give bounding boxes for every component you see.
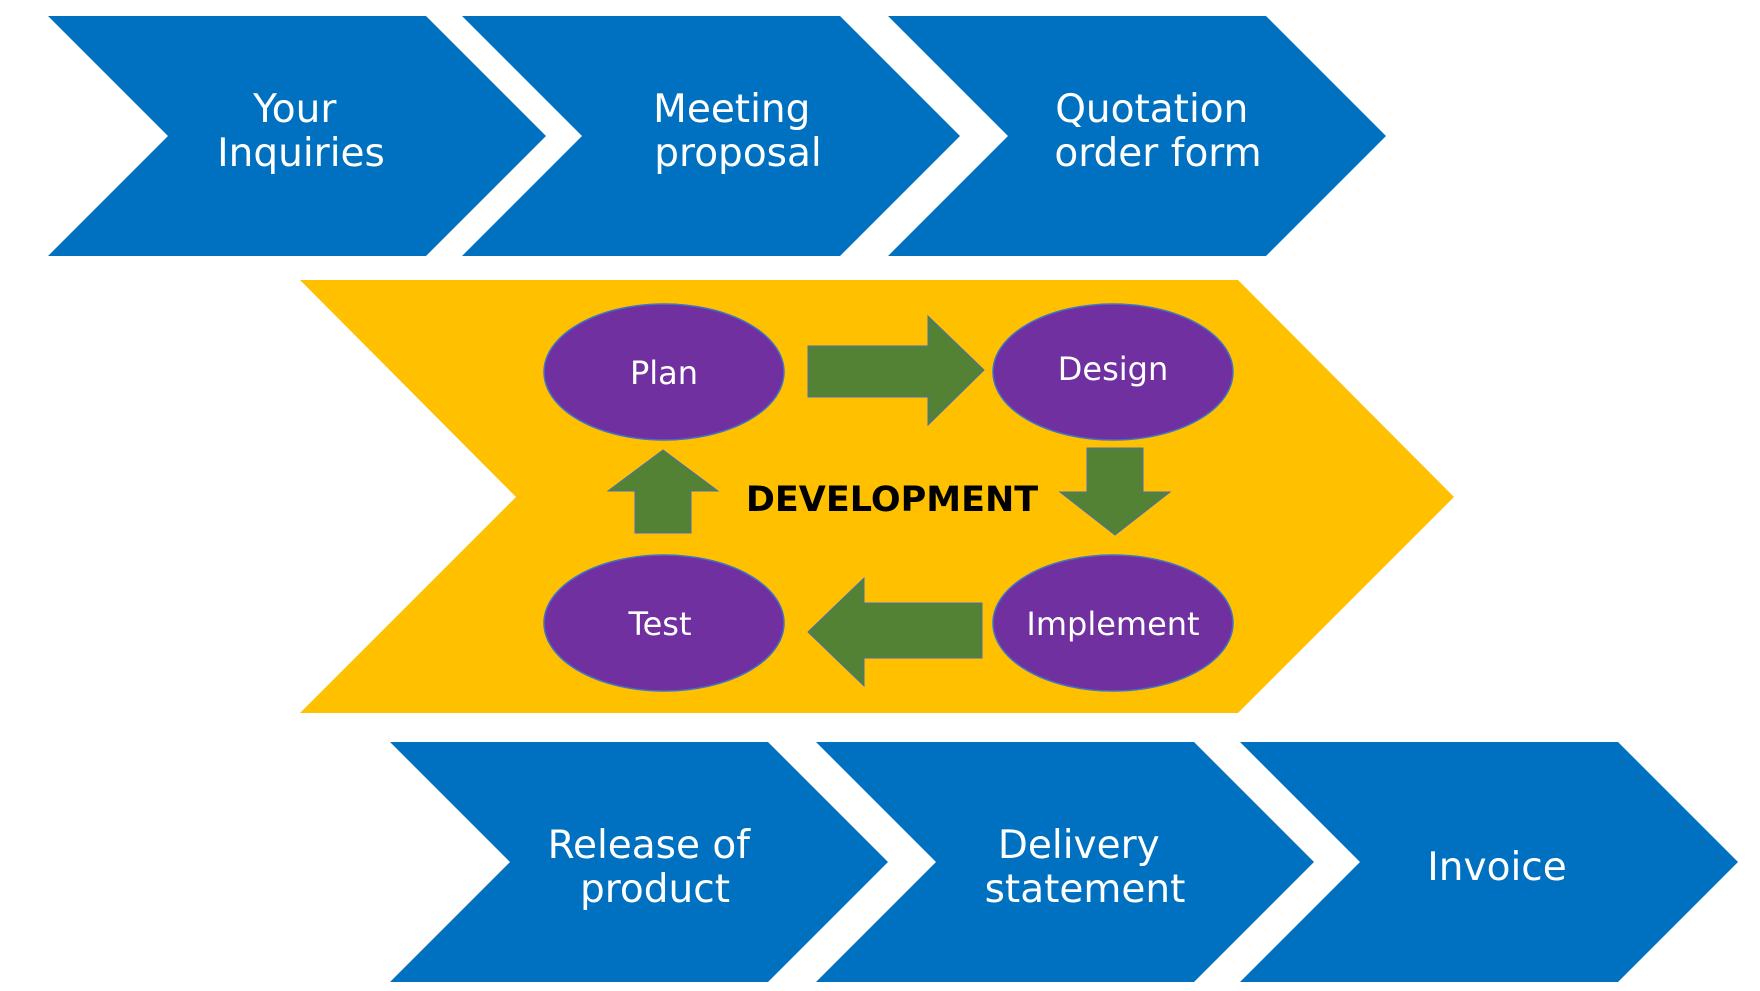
chevron-label: Quotation order form [1054,87,1261,176]
plan-ellipse [543,303,785,441]
chevron-shape [816,742,1314,982]
chevron-shape [462,16,960,256]
chevron-label: Delivery statement [985,823,1186,912]
chevron-label: Meeting proposal [653,87,823,176]
arrow-left-implement-to-test [807,576,983,688]
arrow-right-plan-to-design [807,314,985,427]
chevron-shape [390,742,888,982]
chevron-label: Release of product [548,823,763,912]
chevron-shape [888,16,1386,256]
test-ellipse [543,554,785,692]
chevron-shape [48,16,546,256]
chevron-shape [1240,742,1738,982]
development-title: DEVELOPMENT [746,480,1038,520]
bottom-chevron-delivery: Delivery statement [816,742,1314,982]
top-chevron-quotation: Quotation order form [888,16,1386,256]
chevron-label: Your Inquiries [217,87,385,176]
bottom-chevron-invoice: Invoice [1240,742,1738,982]
top-chevron-inquiries: Your Inquiries [48,16,546,256]
test-label: Test [627,605,691,643]
implement-label: Implement [1026,605,1199,643]
top-chevron-meeting-proposal: Meeting proposal [462,16,960,256]
chevron-label: Invoice [1427,845,1566,890]
design-ellipse [992,303,1234,441]
bottom-chevron-release: Release of product [390,742,888,982]
plan-label: Plan [630,354,698,392]
arrow-up-test-to-plan [606,449,720,534]
development-chevron: Plan Design Implement Test DEVELOPMENT [300,280,1454,713]
design-label: Design [1058,350,1168,388]
arrow-down-design-to-implement [1058,447,1172,536]
implement-ellipse [992,554,1234,692]
